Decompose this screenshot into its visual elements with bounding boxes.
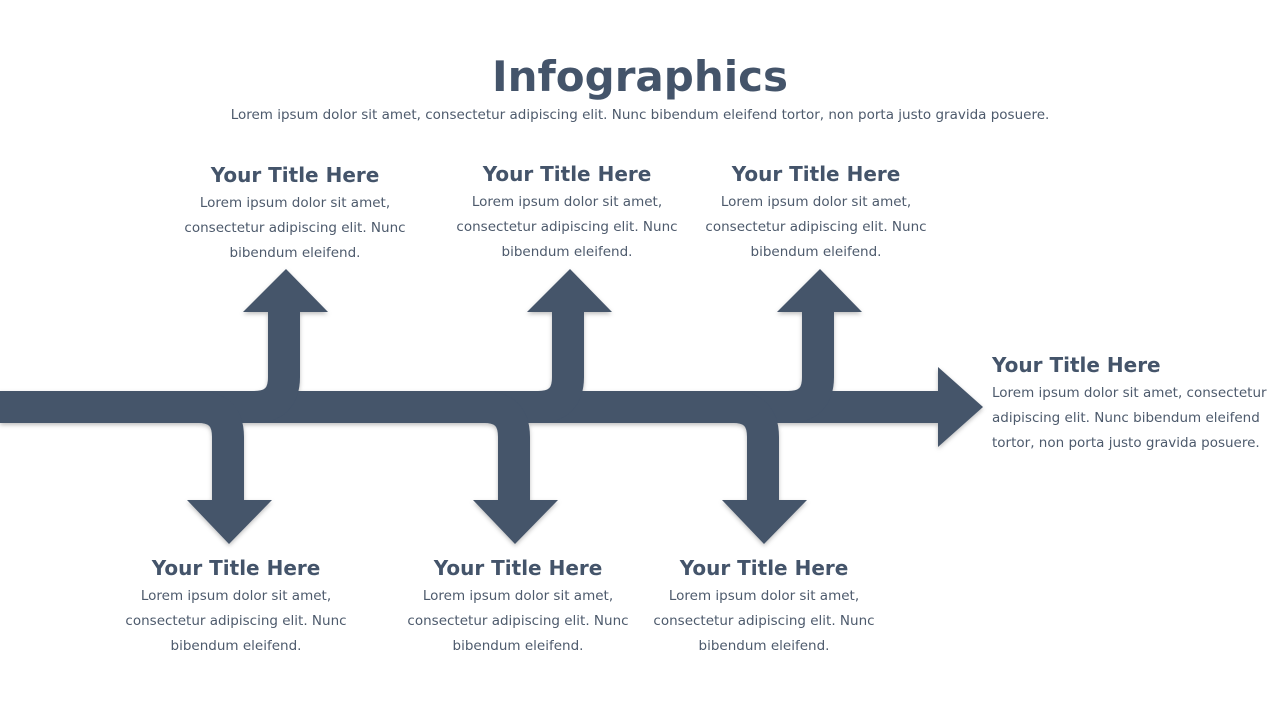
item-title: Your Title Here — [731, 162, 901, 186]
item-text: Lorem ipsum dolor sit amet, consectetur … — [184, 195, 406, 261]
item-text: Lorem ipsum dolor sit amet, consectetur … — [992, 385, 1267, 451]
up-arrow-shaft — [204, 310, 300, 423]
up-arrow-head — [777, 269, 862, 312]
item-text: Lorem ipsum dolor sit amet, consectetur … — [653, 588, 875, 654]
up-arrow-shaft — [738, 310, 834, 423]
item-title: Your Title Here — [210, 163, 380, 187]
item-title: Your Title Here — [482, 162, 652, 186]
item-text: Lorem ipsum dolor sit amet, consectetur … — [407, 588, 629, 654]
item-title: Your Title Here — [151, 556, 321, 580]
item-title: Your Title Here — [992, 353, 1161, 377]
main-arrow-head — [938, 367, 983, 447]
up-arrow-head — [527, 269, 612, 312]
page-subtitle: Lorem ipsum dolor sit amet, consectetur … — [230, 107, 1050, 123]
up-arrow-shaft — [488, 310, 584, 423]
item-title: Your Title Here — [679, 556, 849, 580]
down-arrow-shaft — [683, 391, 779, 502]
page-title: Infographics — [491, 52, 789, 101]
down-arrow-shaft — [434, 391, 530, 502]
down-arrow-head — [187, 500, 272, 544]
down-arrow-head — [722, 500, 807, 544]
down-arrow-head — [473, 500, 558, 544]
down-arrow-shaft — [148, 391, 244, 502]
item-title: Your Title Here — [433, 556, 603, 580]
item-text: Lorem ipsum dolor sit amet, consectetur … — [125, 588, 347, 654]
up-arrow-head — [243, 269, 328, 312]
item-text: Lorem ipsum dolor sit amet, consectetur … — [456, 194, 678, 260]
item-text: Lorem ipsum dolor sit amet, consectetur … — [705, 194, 927, 260]
